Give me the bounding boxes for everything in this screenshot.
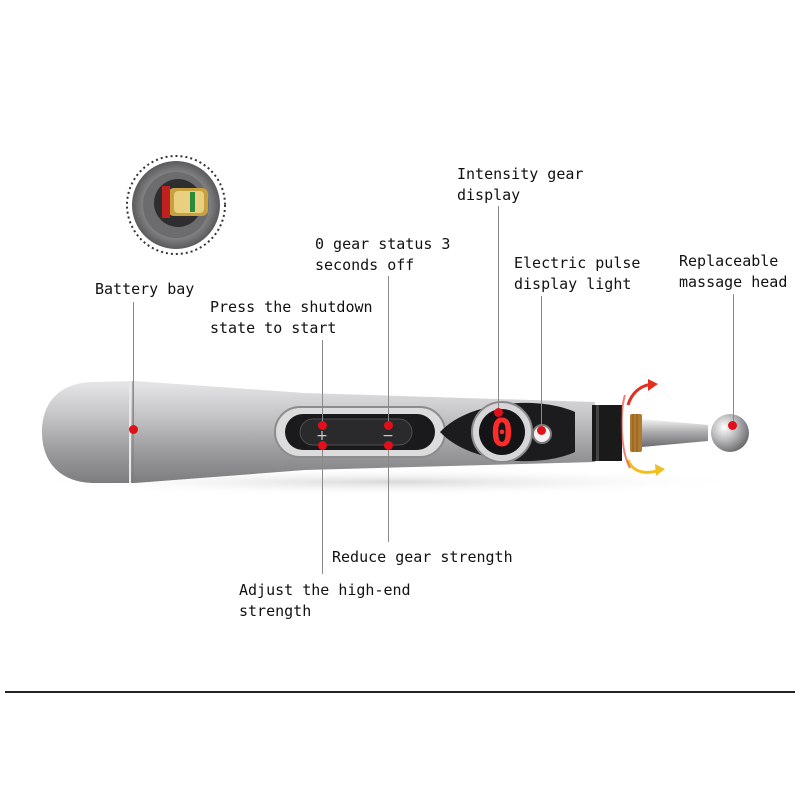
battery-bay-label: Battery bay <box>95 280 195 298</box>
zero-gear-label: 0 gear status 3 seconds off <box>315 235 451 274</box>
bottom-divider <box>5 691 795 693</box>
intensity-display-line <box>498 206 499 412</box>
reduce-gear-label: Reduce gear strength <box>332 548 513 566</box>
rotation-arrows <box>620 379 665 476</box>
battery-bay-inset <box>126 155 226 255</box>
high-end-line <box>322 446 323 574</box>
intensity-display-marker <box>494 408 503 417</box>
reduce-gear-marker <box>384 441 393 450</box>
display-digit: 0 <box>491 411 514 455</box>
massage-head-marker <box>728 421 737 430</box>
high-end-marker <box>318 441 327 450</box>
intensity-display-label: Intensity gear display <box>457 165 584 204</box>
zero-gear-marker <box>384 421 393 430</box>
pulse-light-label: Electric pulse display light <box>514 254 641 293</box>
massage-head-line <box>733 294 734 424</box>
press-shutdown-label: Press the shutdown state to start <box>210 298 373 337</box>
pulse-light-marker <box>537 426 546 435</box>
adjust-high-label: Adjust the high-end strength <box>239 581 411 620</box>
pulse-light-line <box>541 296 542 430</box>
minus-button-symbol[interactable]: − <box>382 428 394 444</box>
button-panel <box>274 406 446 458</box>
start-button-marker <box>318 421 327 430</box>
battery-bay-line <box>133 302 134 430</box>
reduce-gear-line <box>388 446 389 542</box>
plus-button-symbol[interactable]: + <box>316 428 328 444</box>
zero-gear-line <box>388 276 389 426</box>
pen-neck <box>592 405 642 461</box>
battery-bay-marker <box>129 425 138 434</box>
start-button-line <box>322 340 323 426</box>
massage-head <box>642 414 749 452</box>
massage-head-label: Replaceable massage head <box>679 252 788 291</box>
